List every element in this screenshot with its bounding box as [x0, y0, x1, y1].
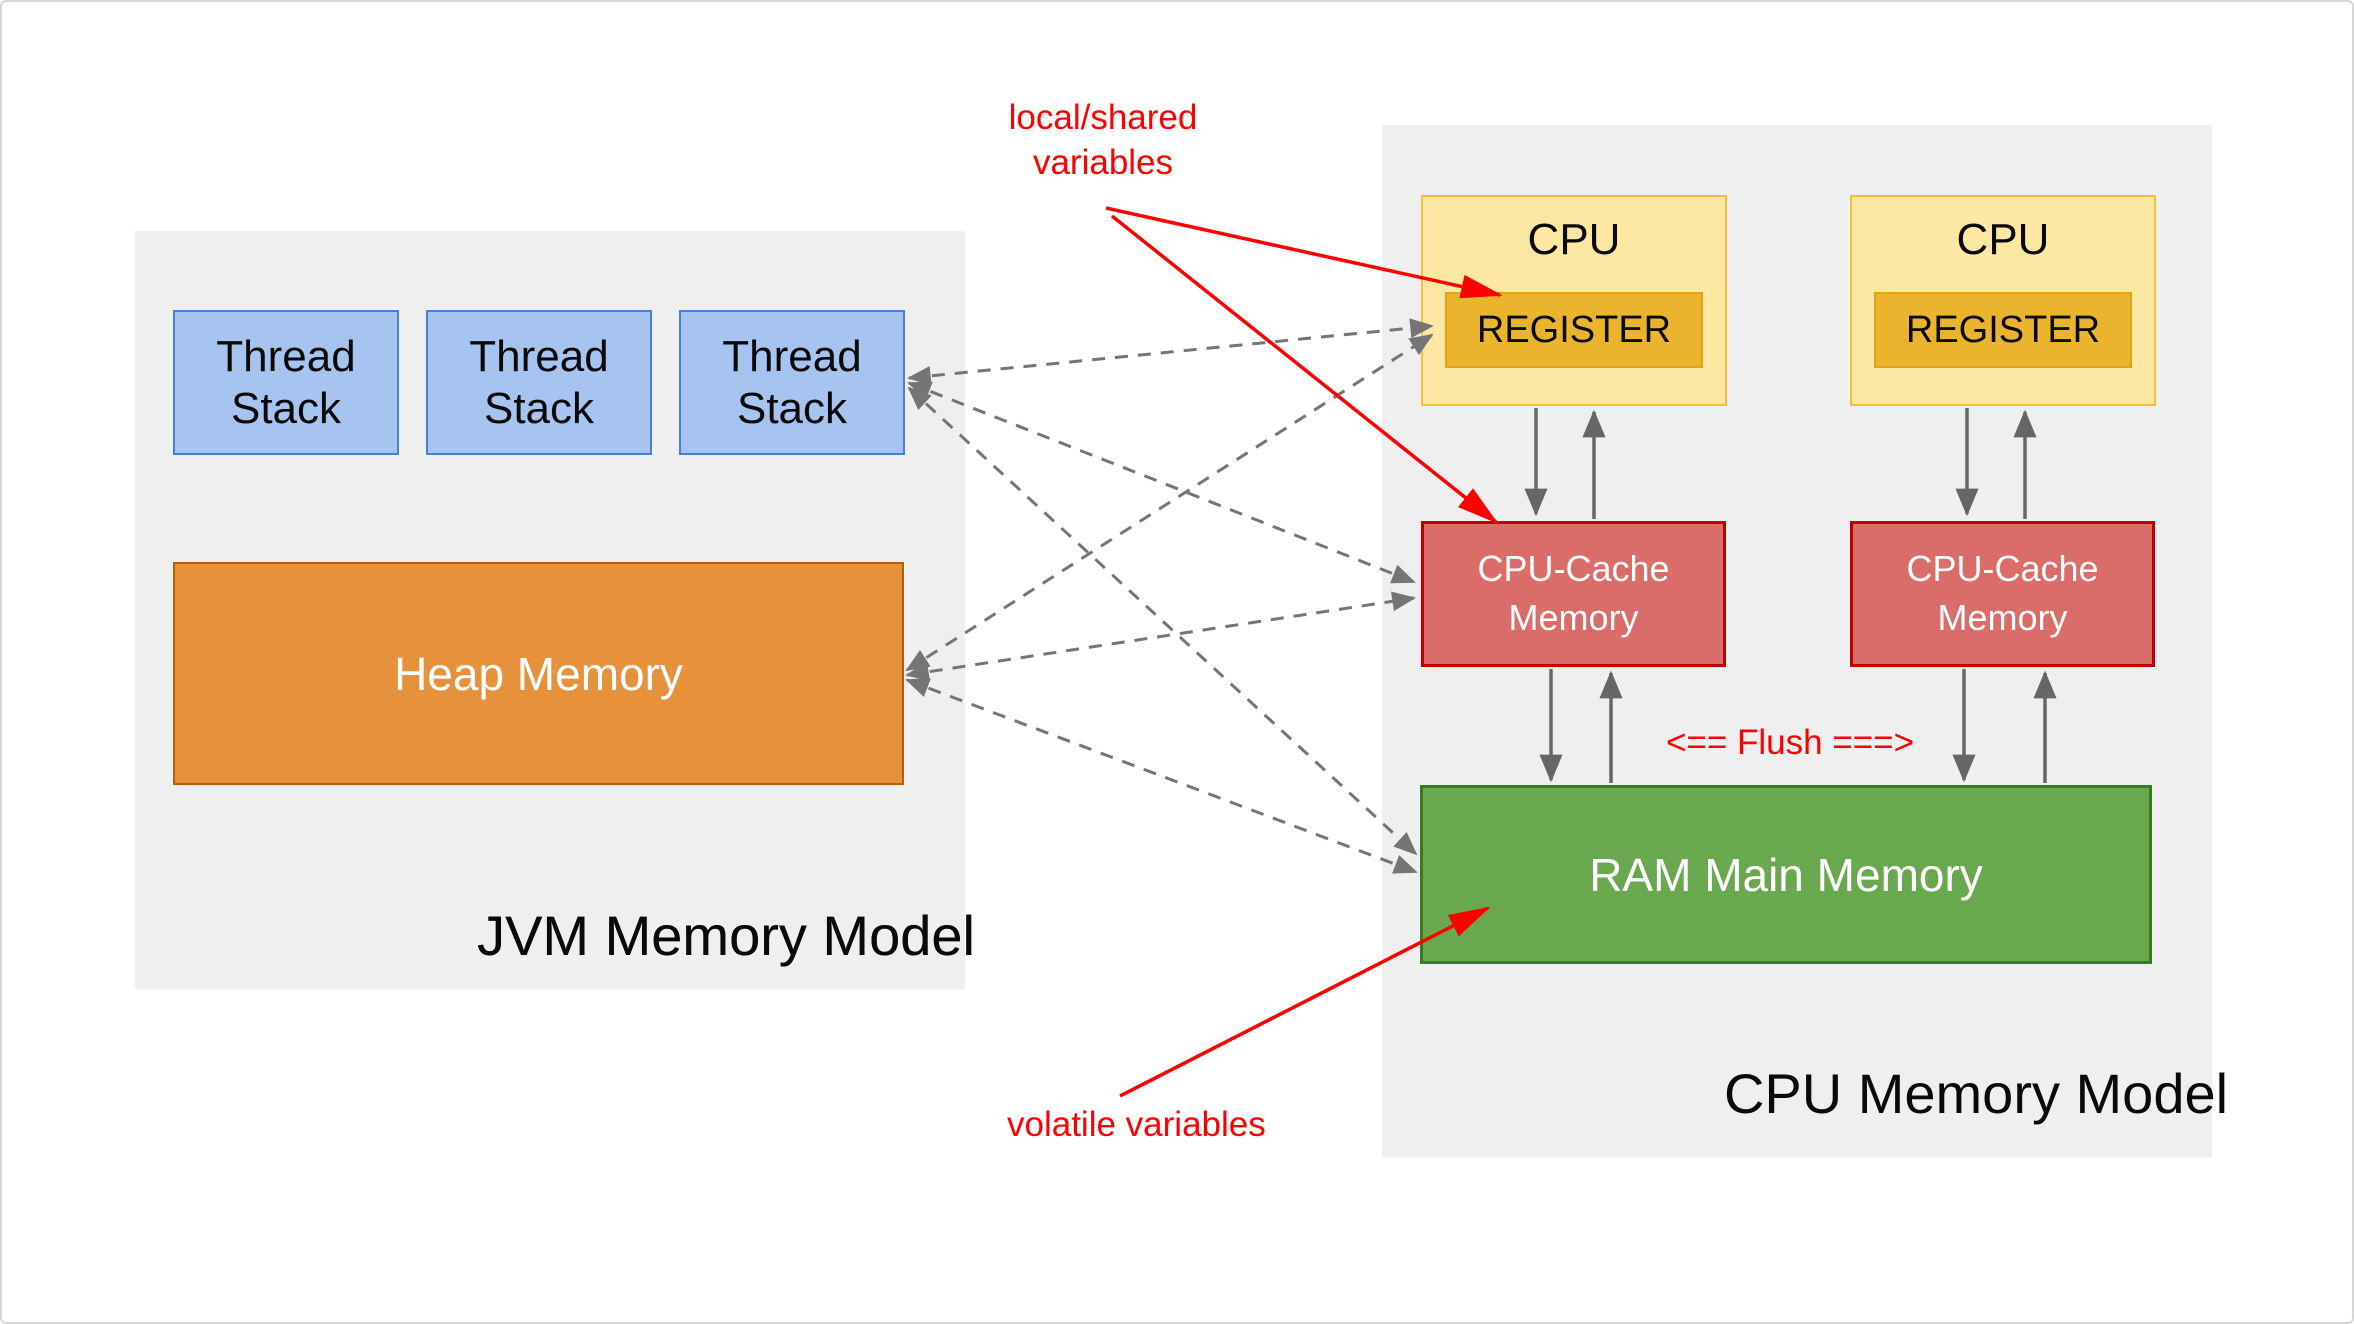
- annotation-local-shared-variables: local/shared variables: [1008, 98, 1198, 182]
- annotation-flush: <== Flush ===>: [1665, 723, 1915, 762]
- annotation-volatile-variables: volatile variables: [1007, 1105, 1266, 1144]
- dashed-arrow-threadstack-register: [907, 318, 1434, 386]
- dashed-arrow-threadstack-ram: [907, 386, 1418, 856]
- cpu-cache-label-1: CPU-Cache Memory: [1477, 548, 1670, 638]
- thread-stack-box-3: Thread Stack: [679, 310, 905, 455]
- register-box-2: REGISTER: [1874, 292, 2132, 368]
- register-label-2: REGISTER: [1905, 308, 2101, 351]
- cpu-box-1: CPU REGISTER: [1421, 195, 1727, 406]
- cpu-cache-box-2: CPU-Cache Memory: [1850, 521, 2155, 667]
- ram-main-memory-label: RAM Main Memory: [1589, 848, 1983, 901]
- jvm-panel-title: JVM Memory Model: [477, 904, 975, 967]
- register-box-1: REGISTER: [1445, 292, 1703, 368]
- heap-memory-box: Heap Memory: [173, 562, 904, 785]
- thread-stack-label-3: Thread Stack: [722, 331, 862, 433]
- thread-stack-label-1: Thread Stack: [216, 331, 356, 433]
- cpu-label-1: CPU: [1527, 215, 1621, 264]
- cpu-label-2: CPU: [1956, 215, 2050, 264]
- cpu-panel-label: CPU Memory Model: [1723, 1062, 2229, 1125]
- dashed-arrow-threadstack-cache: [907, 381, 1416, 584]
- dashed-arrow-heap-cache: [905, 591, 1416, 682]
- heap-memory-label: Heap Memory: [394, 647, 683, 700]
- jvm-panel-label: JVM Memory Model: [477, 904, 975, 967]
- thread-stack-box-2: Thread Stack: [426, 310, 652, 455]
- thread-stack-box-1: Thread Stack: [173, 310, 399, 455]
- dashed-arrow-heap-ram: [905, 678, 1418, 874]
- dashed-arrow-heap-register: [905, 333, 1434, 672]
- ram-main-memory-box: RAM Main Memory: [1420, 785, 2152, 964]
- cpu-box-2: CPU REGISTER: [1850, 195, 2156, 406]
- cpu-cache-label-2: CPU-Cache Memory: [1906, 548, 2099, 638]
- register-label-1: REGISTER: [1476, 308, 1672, 351]
- thread-stack-label-2: Thread Stack: [469, 331, 609, 433]
- cpu-cache-box-1: CPU-Cache Memory: [1421, 521, 1726, 667]
